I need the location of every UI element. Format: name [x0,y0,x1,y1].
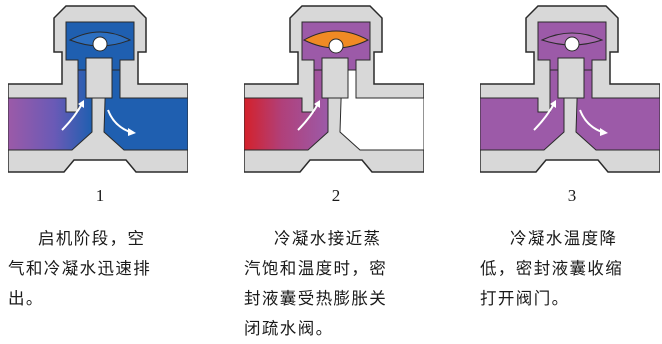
caption-line: 启机阶段，空 [38,229,146,248]
valve-reopen-icon [480,5,660,173]
caption-line: 闭疏水阀。 [244,319,334,338]
panel-caption: 冷凝水温度降 低，密封液囊收缩 打开阀门。 [480,224,623,314]
panel-number: 2 [331,186,341,205]
valve-closed-steam-icon [244,5,424,173]
caption-line: 冷凝水接近蒸 [274,229,382,248]
valve-diagram-closed [244,0,424,180]
valve-diagram-startup [8,0,188,180]
valve-startup-open-icon [8,5,188,173]
caption-line: 出。 [8,289,44,308]
caption-line: 汽饱和温度时，密 [244,259,388,278]
caption-line: 封液囊受热膨胀关 [244,289,388,308]
caption-line: 冷凝水温度降 [510,229,618,248]
caption-line: 打开阀门。 [480,289,570,308]
caption-line: 低，密封液囊收缩 [480,259,624,278]
panel-caption: 冷凝水接近蒸 汽饱和温度时，密 封液囊受热膨胀关 闭疏水阀。 [244,224,387,344]
caption-line: 气和冷凝水迅速排 [8,259,152,278]
panel-caption: 启机阶段，空 气和冷凝水迅速排 出。 [8,224,151,314]
panel-number: 1 [95,186,105,205]
panel-number: 3 [567,186,577,205]
valve-diagram-reopen [480,0,660,180]
